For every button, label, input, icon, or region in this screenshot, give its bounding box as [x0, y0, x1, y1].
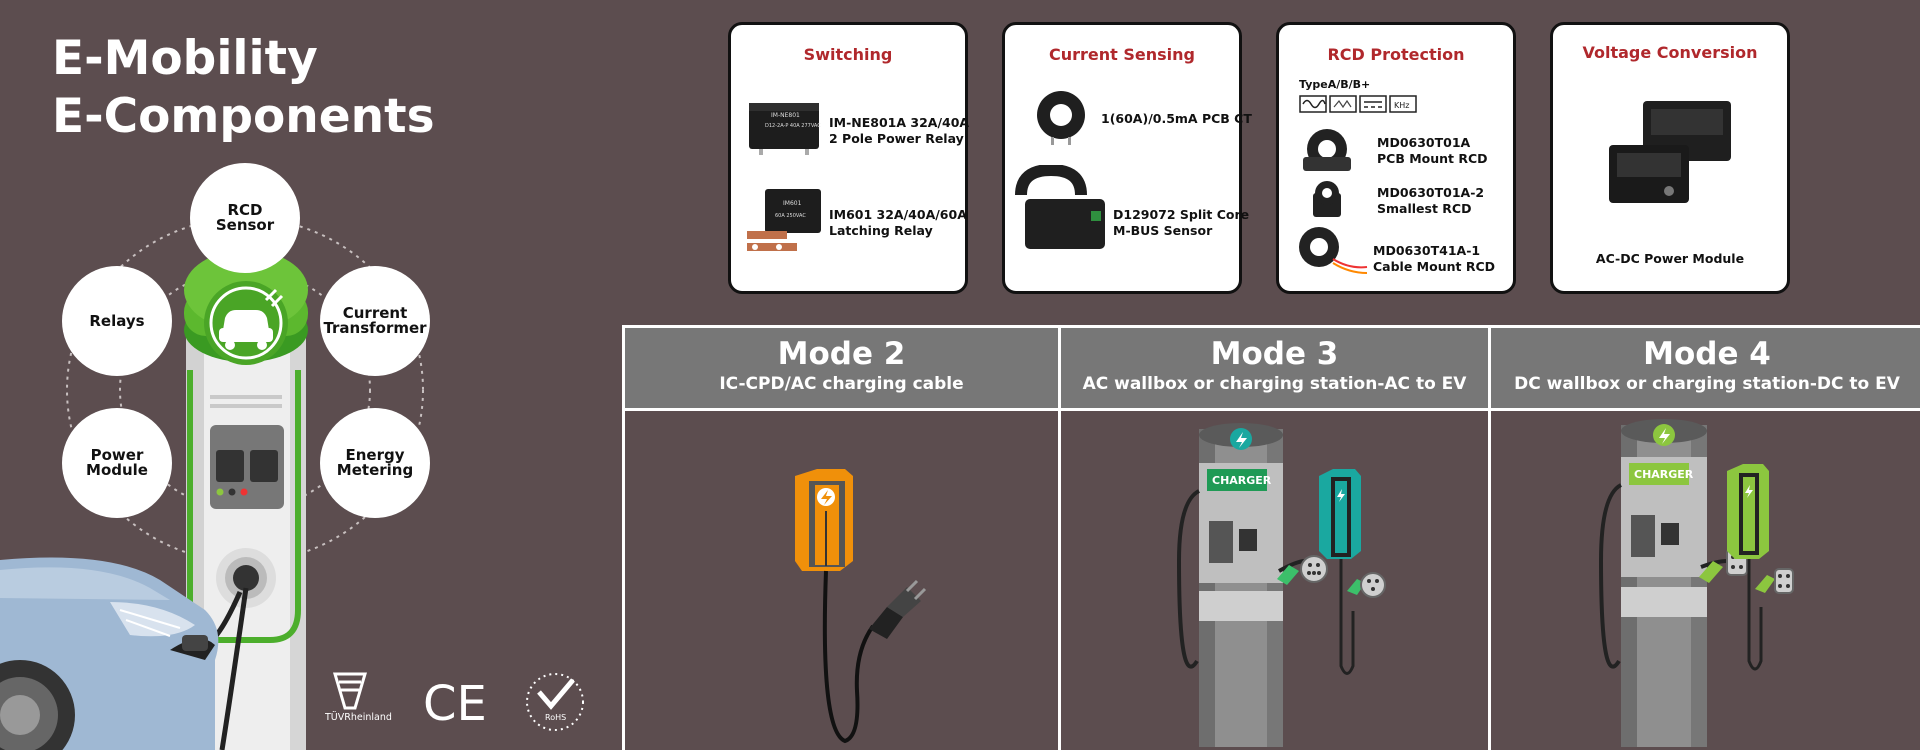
rcd-type-icons: KHz — [1299, 95, 1417, 113]
mode-2-header: Mode 2 IC-CPD/AC charging cable — [625, 328, 1058, 411]
mode-3-header: Mode 3 AC wallbox or charging station-AC… — [1061, 328, 1488, 411]
svg-text:IM601: IM601 — [783, 200, 802, 207]
circle-energy-metering: Energy Metering — [320, 408, 430, 518]
cable-mount-rcd-icon — [1299, 227, 1368, 274]
current-sensing-item-2-text: D129072 Split Core M-BUS Sensor — [1113, 207, 1250, 238]
ac-dc-power-module-icon — [1609, 101, 1731, 203]
dc-charging-station-icon: CHARGER — [1598, 419, 1794, 747]
card-title-current-sensing: Current Sensing — [1049, 45, 1195, 64]
card-title-switching: Switching — [803, 45, 893, 64]
circle-current-transformer: Current Transformer — [320, 266, 430, 376]
mode-4-body: CHARGER — [1491, 411, 1920, 750]
card-switching: Switching IM-NE801 D12-2A-P 40A 277VAC I… — [728, 22, 970, 294]
svg-text:CHARGER: CHARGER — [1212, 474, 1272, 487]
charging-cable — [219, 587, 249, 750]
card-title-rcd-protection: RCD Protection — [1327, 45, 1465, 64]
split-core-sensor-icon — [1015, 165, 1105, 249]
svg-text:RoHS: RoHS — [545, 713, 566, 722]
current-sensing-item-1-text: 1(60A)/0.5mA PCB CT — [1101, 111, 1252, 126]
svg-text:D12-2A-P 40A 277VAC: D12-2A-P 40A 277VAC — [765, 123, 821, 129]
mode-4-subtitle: DC wallbox or charging station-DC to EV — [1514, 374, 1900, 394]
rcd-item-1-text: MD0630T01A PCB Mount RCD — [1377, 135, 1488, 166]
charging-modes-grid: Mode 2 IC-CPD/AC charging cable — [622, 325, 1920, 750]
card-current-sensing: Current Sensing 1(60A)/0.5mA PCB CT D129… — [1002, 22, 1252, 294]
voltage-conversion-item-text: AC-DC Power Module — [1595, 251, 1745, 266]
card-voltage-conversion: Voltage Conversion AC-DC Power Module — [1550, 22, 1790, 294]
pcb-ct-icon — [1037, 91, 1085, 145]
svg-text:CHARGER: CHARGER — [1634, 468, 1694, 481]
ce-mark-logo: CE — [423, 676, 487, 732]
electric-car-icon — [0, 557, 219, 750]
rcd-item-2-text: MD0630T01A-2 Smallest RCD — [1377, 185, 1485, 216]
mode-4-title: Mode 4 — [1643, 336, 1771, 372]
circle-relays: Relays — [62, 266, 172, 376]
switching-item-1-text: IM-NE801A 32A/40A 2 Pole Power Relay — [829, 115, 970, 146]
svg-text:KHz: KHz — [1394, 101, 1409, 110]
mode-2-subtitle: IC-CPD/AC charging cable — [719, 374, 964, 394]
svg-text:TÜVRheinland: TÜVRheinland — [325, 712, 392, 723]
ev-charging-illustration — [0, 217, 424, 750]
mode-4-column: Mode 4 DC wallbox or charging station-DC… — [1491, 328, 1920, 750]
mode-2-title: Mode 2 — [777, 336, 906, 372]
mode-3-column: Mode 3 AC wallbox or charging station-AC… — [1061, 328, 1491, 750]
latching-relay-icon: IM601 60A 250VAC — [747, 189, 821, 251]
svg-text:60A 250VAC: 60A 250VAC — [775, 213, 806, 219]
page-title: E-Mobility E-Components — [52, 30, 435, 146]
mode-3-body: CHARGER — [1061, 411, 1488, 750]
title-line-2: E-Components — [52, 89, 435, 144]
pcb-mount-rcd-icon — [1303, 129, 1351, 171]
tuv-rheinland-logo: TÜVRheinland — [325, 672, 392, 723]
mode-3-title: Mode 3 — [1210, 336, 1339, 372]
title-line-1: E-Mobility — [52, 31, 318, 86]
certifications: TÜVRheinland CE RoHS — [325, 672, 584, 732]
mode-4-header: Mode 4 DC wallbox or charging station-DC… — [1491, 328, 1920, 411]
mode-2-body — [625, 411, 1058, 750]
rcd-item-3-text: MD0630T41A-1 Cable Mount RCD — [1373, 243, 1495, 274]
ic-cpd-charger-icon — [795, 469, 927, 744]
rcd-types-label: TypeA/B/B+ — [1299, 78, 1371, 91]
card-title-voltage-conversion: Voltage Conversion — [1582, 43, 1758, 62]
circle-rcd-sensor: RCD Sensor — [190, 163, 300, 273]
svg-text:IM-NE801: IM-NE801 — [771, 112, 800, 119]
card-rcd-protection: RCD Protection TypeA/B/B+ KHz MD0630T01A… — [1276, 22, 1516, 294]
circle-power-module: Power Module — [62, 408, 172, 518]
switching-item-2-text: IM601 32A/40A/60A Latching Relay — [829, 207, 967, 238]
power-relay-icon: IM-NE801 D12-2A-P 40A 277VAC — [749, 103, 821, 155]
mode-3-subtitle: AC wallbox or charging station-AC to EV — [1082, 374, 1467, 394]
rohs-logo: RoHS — [526, 673, 584, 731]
smallest-rcd-icon — [1313, 181, 1341, 217]
ac-charging-station-icon: CHARGER — [1176, 423, 1386, 747]
mode-2-column: Mode 2 IC-CPD/AC charging cable — [625, 328, 1061, 750]
